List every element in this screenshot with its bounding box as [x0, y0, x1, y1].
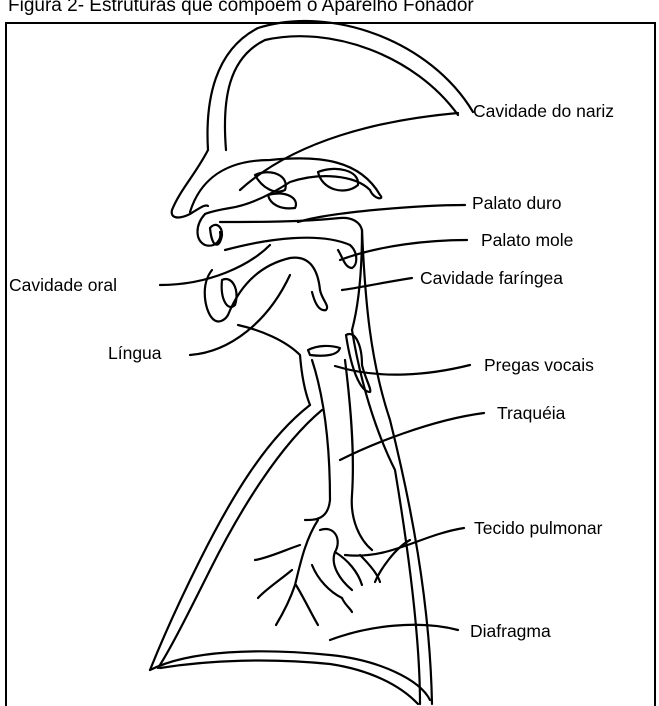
- tongue: [228, 258, 327, 315]
- label-traqueia: Traquéia: [497, 403, 565, 423]
- bronchi: [320, 529, 352, 590]
- diaphragm: [150, 651, 430, 700]
- label-lingua: Língua: [108, 343, 162, 363]
- leader-diafragma: [330, 625, 458, 640]
- vocal-folds: [308, 346, 340, 356]
- bronchi: [255, 545, 300, 560]
- head-outline: [172, 21, 473, 218]
- label-cavidade-faringea: Cavidade faríngea: [420, 268, 563, 288]
- bronchi: [335, 552, 362, 585]
- bronchi: [296, 585, 318, 625]
- label-diafragma: Diafragma: [470, 621, 551, 641]
- label-palato-duro: Palato duro: [472, 193, 562, 213]
- trachea: [305, 360, 330, 520]
- leader-cavidade-faringea: [342, 278, 412, 290]
- label-pregas-vocais: Pregas vocais: [484, 355, 594, 375]
- bronchi: [276, 520, 318, 625]
- body-front: [150, 405, 310, 670]
- leader-cavidade-oral: [160, 245, 270, 285]
- label-tecido-pulmonar: Tecido pulmonar: [474, 518, 602, 538]
- bronchi: [342, 598, 352, 612]
- pharynx-posterior: [352, 230, 362, 330]
- label-cavidade-nariz: Cavidade do nariz: [473, 101, 614, 121]
- turbinate: [268, 193, 296, 208]
- bronchi: [312, 565, 342, 598]
- skull-inner: [225, 36, 458, 150]
- leader-traqueia: [340, 413, 484, 460]
- bronchi: [258, 570, 292, 598]
- upper-lip: [198, 214, 221, 246]
- body-back: [362, 230, 432, 704]
- neck-front: [238, 325, 310, 405]
- body-front-inner: [158, 410, 322, 668]
- hard-palate: [220, 218, 362, 230]
- label-cavidade-oral: Cavidade oral: [9, 275, 117, 295]
- label-palato-mole: Palato mole: [481, 230, 573, 250]
- diaphragm-inner: [160, 661, 418, 704]
- leader-palato-mole: [340, 240, 467, 260]
